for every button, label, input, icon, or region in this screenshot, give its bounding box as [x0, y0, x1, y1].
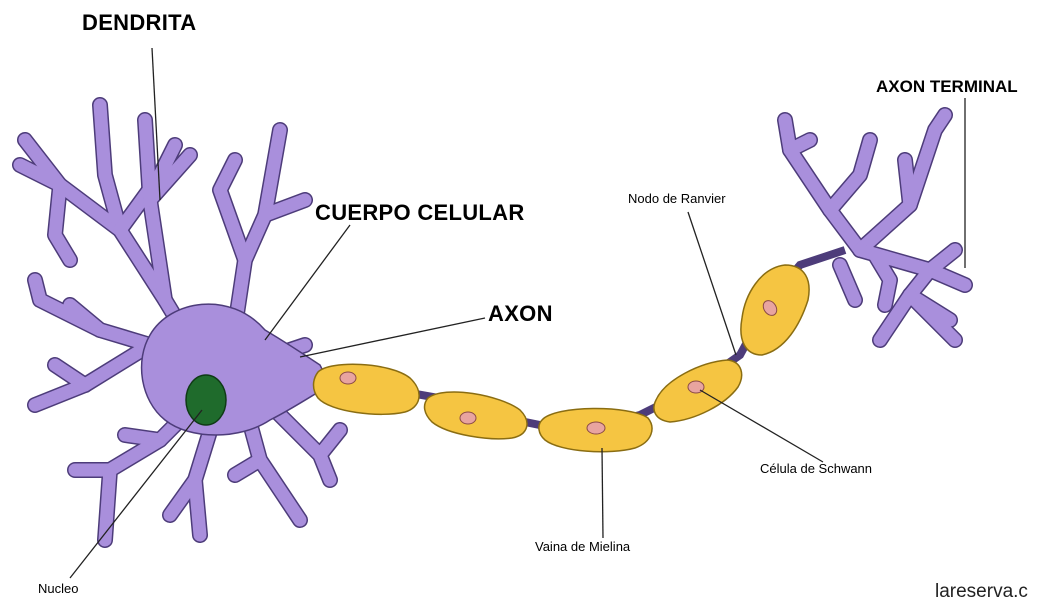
label-celula-schwann: Célula de Schwann: [760, 462, 872, 475]
watermark: lareserva.c: [935, 582, 1028, 601]
label-vaina-mielina: Vaina de Mielina: [535, 540, 630, 553]
leader-line-vaina-mielina: [602, 448, 603, 538]
label-nodo-ranvier: Nodo de Ranvier: [628, 192, 726, 205]
label-dendrita: DENDRITA: [82, 12, 196, 34]
cell-body: [142, 304, 330, 435]
schwann-nucleus: [460, 412, 476, 424]
label-axon: AXON: [488, 303, 553, 325]
leader-line-cuerpo-celular: [265, 225, 350, 340]
myelin-segment: [741, 265, 809, 355]
leader-line-celula-schwann: [700, 390, 823, 462]
leader-line-nodo-ranvier: [688, 212, 736, 355]
leader-line-axon: [300, 318, 485, 357]
label-axon-terminal: AXON TERMINAL: [876, 78, 1018, 95]
myelin-segment: [314, 364, 420, 414]
myelin-segment: [425, 392, 527, 439]
myelin-segment: [654, 360, 742, 422]
nucleus: [186, 375, 226, 425]
label-nucleo: Nucleo: [38, 582, 78, 595]
myelin-segment: [539, 408, 652, 451]
schwann-nucleus: [587, 422, 605, 434]
label-cuerpo-celular: CUERPO CELULAR: [315, 202, 525, 224]
schwann-nucleus: [340, 372, 356, 384]
